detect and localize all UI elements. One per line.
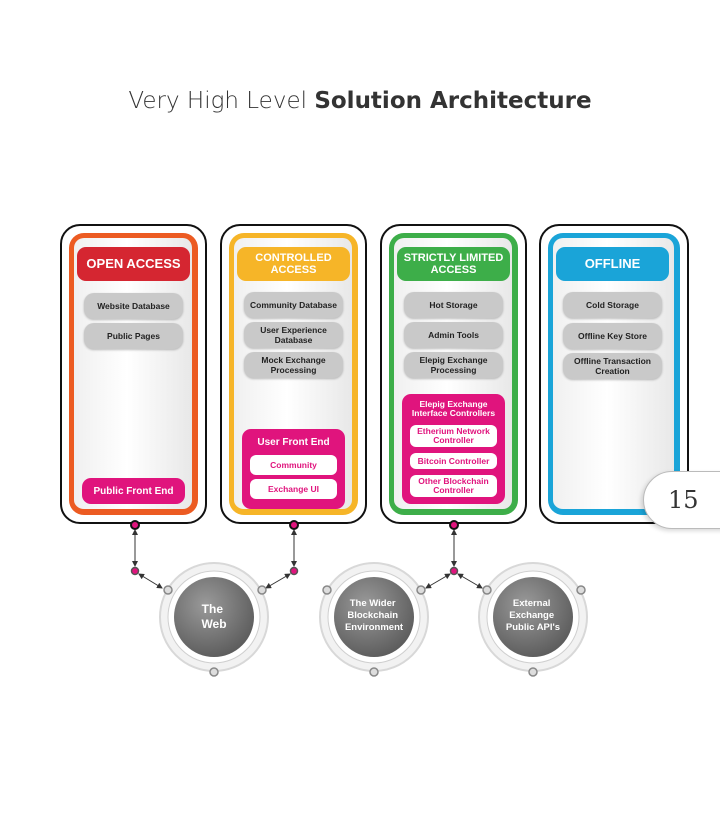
header-open-access: OPEN ACCESS [77, 247, 190, 281]
pill-offline-key-store: Offline Key Store [563, 323, 662, 349]
connector-lines [132, 529, 483, 589]
pill-public-pages: Public Pages [84, 323, 183, 349]
page-number: 15 [668, 486, 699, 514]
pill-exchange-ui: Exchange UI [250, 479, 337, 499]
header-offline: OFFLINE [556, 247, 669, 281]
node-the-web: The Web [159, 562, 269, 677]
pill-bitcoin-controller: Bitcoin Controller [410, 453, 497, 469]
pill-community-database: Community Database [244, 292, 343, 318]
node-blockchain-line1: The Wider [350, 598, 396, 609]
svg-text:External Exchange: External Exchange Public API's [506, 598, 560, 633]
column-open-access: OPEN ACCESS Website Database Public Page… [60, 224, 207, 524]
pill-elepig-exchange-processing: Elepig Exchange Processing [404, 352, 503, 378]
node-web-line2: Web [201, 617, 226, 631]
pill-other-blockchain-controller: Other Blockchain Controller [410, 475, 497, 497]
column-strictly-limited-access: STRICTLY LIMITED ACCESS Hot Storage Admi… [380, 224, 527, 524]
node-blockchain-line2: Blockchain [347, 610, 398, 621]
header-controlled-access: CONTROLLED ACCESS [237, 247, 350, 281]
pill-community: Community [250, 455, 337, 475]
pill-admin-tools: Admin Tools [404, 322, 503, 348]
node-exchange-line1: External [513, 598, 551, 609]
svg-text:The Wider Blockchain: The Wider Blockchain Environment [345, 598, 404, 633]
node-exchange-line3: Public API's [506, 622, 560, 633]
pill-public-front-end: Public Front End [82, 478, 185, 504]
group-exchange-interface-controllers: Elepig Exchange Interface Controllers Et… [402, 394, 505, 504]
header-strictly-limited-access: STRICTLY LIMITED ACCESS [397, 247, 510, 281]
pill-etherium-network-controller: Etherium Network Controller [410, 425, 497, 447]
node-exchange-line2: Exchange [509, 610, 554, 621]
node-blockchain-line3: Environment [345, 622, 404, 633]
column-offline: OFFLINE Cold Storage Offline Key Store O… [539, 224, 689, 524]
pill-user-experience-database: User Experience Database [244, 322, 343, 348]
pill-mock-exchange-processing: Mock Exchange Processing [244, 352, 343, 378]
pill-hot-storage: Hot Storage [404, 292, 503, 318]
pill-cold-storage: Cold Storage [563, 292, 662, 318]
page-title: Very High Level Solution Architecture [128, 88, 592, 114]
node-wider-blockchain: The Wider Blockchain Environment [319, 562, 429, 677]
svg-text:The Web: The Web [201, 602, 226, 631]
page-number-tab: 15 [643, 471, 720, 529]
node-web-line1: The [202, 602, 224, 616]
column-controlled-access: CONTROLLED ACCESS Community Database Use… [220, 224, 367, 524]
pill-website-database: Website Database [84, 293, 183, 319]
connection-dots [130, 520, 459, 576]
pill-offline-transaction-creation: Offline Transaction Creation [563, 353, 662, 379]
node-external-exchange: External Exchange Public API's [478, 562, 588, 677]
group-user-front-end: User Front End Community Exchange UI [242, 429, 345, 509]
